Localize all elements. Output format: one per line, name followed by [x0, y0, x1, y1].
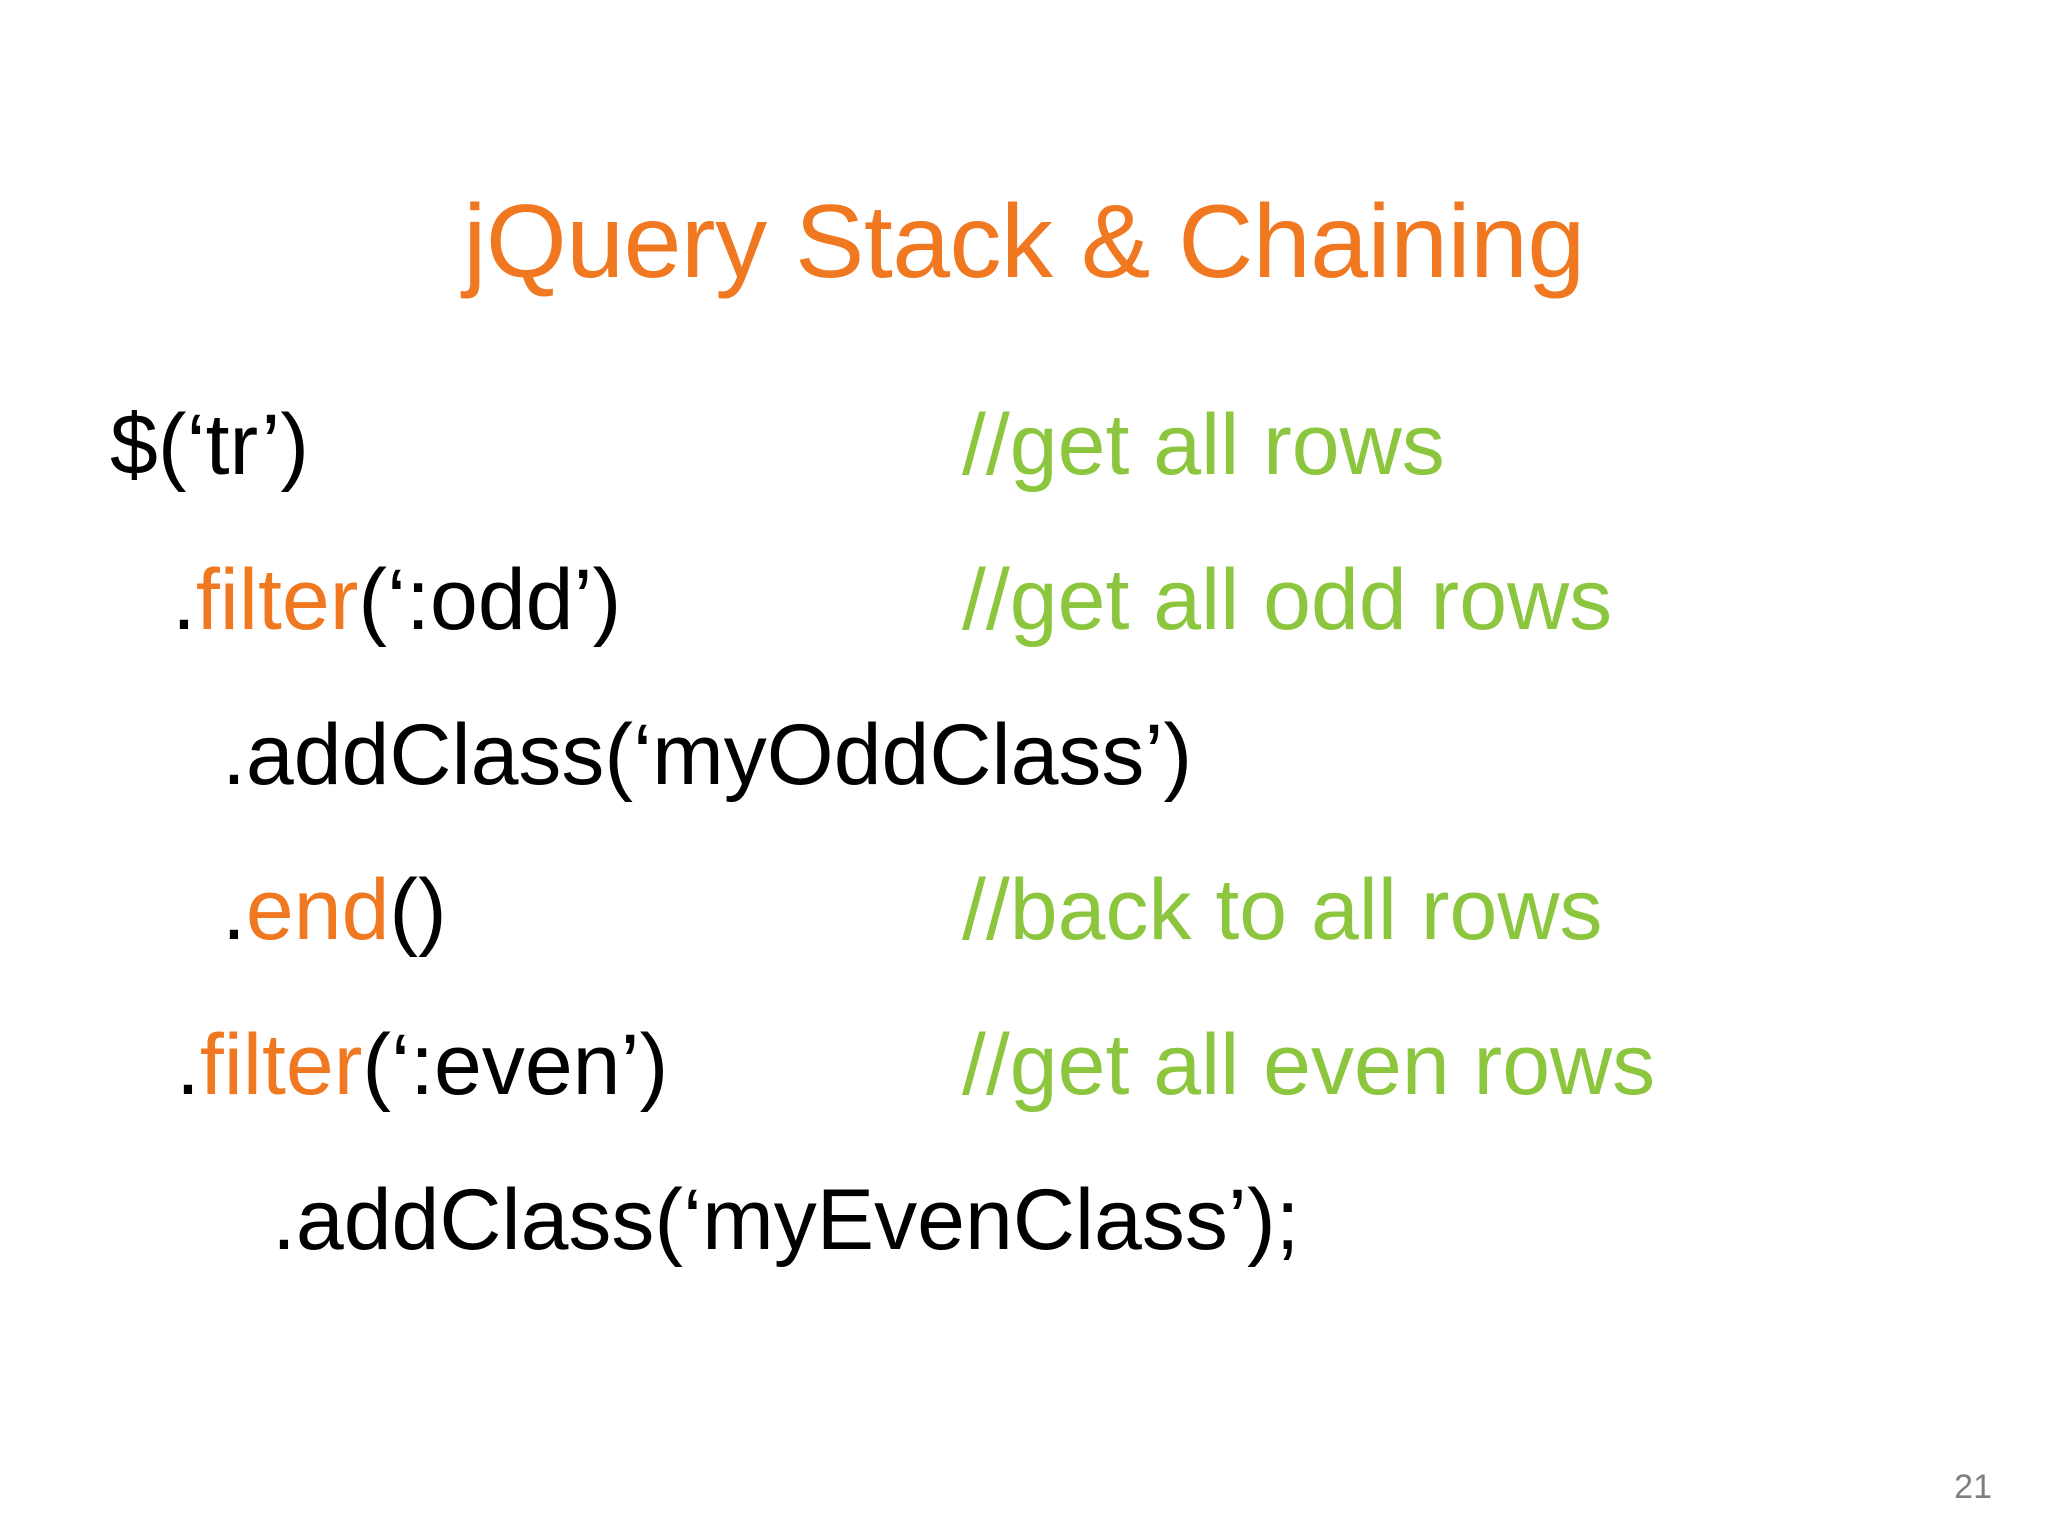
code-line: .end() //back to all rows	[0, 833, 2048, 988]
code-token: .addClass(‘myEvenClass’);	[272, 1172, 1300, 1268]
code-token: ()	[389, 862, 447, 958]
code-token: .addClass(‘myOddClass’)	[222, 707, 1193, 803]
page-title: jQuery Stack & Chaining	[463, 183, 1585, 300]
code-comment: //get all rows	[962, 397, 1445, 493]
code-line: .filter(‘:odd’) //get all odd rows	[0, 523, 2048, 678]
code-line: .addClass(‘myOddClass’)	[0, 678, 2048, 833]
code-statement: .addClass(‘myEvenClass’);	[272, 1143, 1300, 1298]
code-token: $(‘tr’)	[110, 397, 310, 493]
code-method-name: filter	[195, 552, 359, 648]
page-number: 21	[1954, 1468, 1992, 1506]
code-statement: .addClass(‘myOddClass’)	[222, 678, 1192, 833]
code-statement: .filter(‘:even’)	[176, 988, 668, 1143]
code-statement: .filter(‘:odd’)	[172, 523, 621, 678]
code-comment: //get all odd rows	[962, 552, 1613, 648]
code-method-name: filter	[199, 1017, 363, 1113]
code-comment: //get all even rows	[962, 1017, 1656, 1113]
code-token: .	[172, 552, 196, 648]
code-statement: .end()	[222, 833, 447, 988]
code-line: .addClass(‘myEvenClass’);	[0, 1143, 2048, 1298]
code-token: (‘:odd’)	[358, 552, 622, 648]
code-statement: $(‘tr’)	[110, 368, 309, 523]
code-block: $(‘tr’)//get all rows.filter(‘:odd’)//ge…	[0, 368, 2048, 1298]
code-line: .filter(‘:even’) //get all even rows	[0, 988, 2048, 1143]
code-token: .	[176, 1017, 200, 1113]
code-method-name: end	[245, 862, 390, 958]
code-comment: //back to all rows	[962, 862, 1603, 958]
code-line: $(‘tr’) //get all rows	[0, 368, 2048, 523]
code-token: .	[222, 862, 246, 958]
code-token: (‘:even’)	[362, 1017, 669, 1113]
